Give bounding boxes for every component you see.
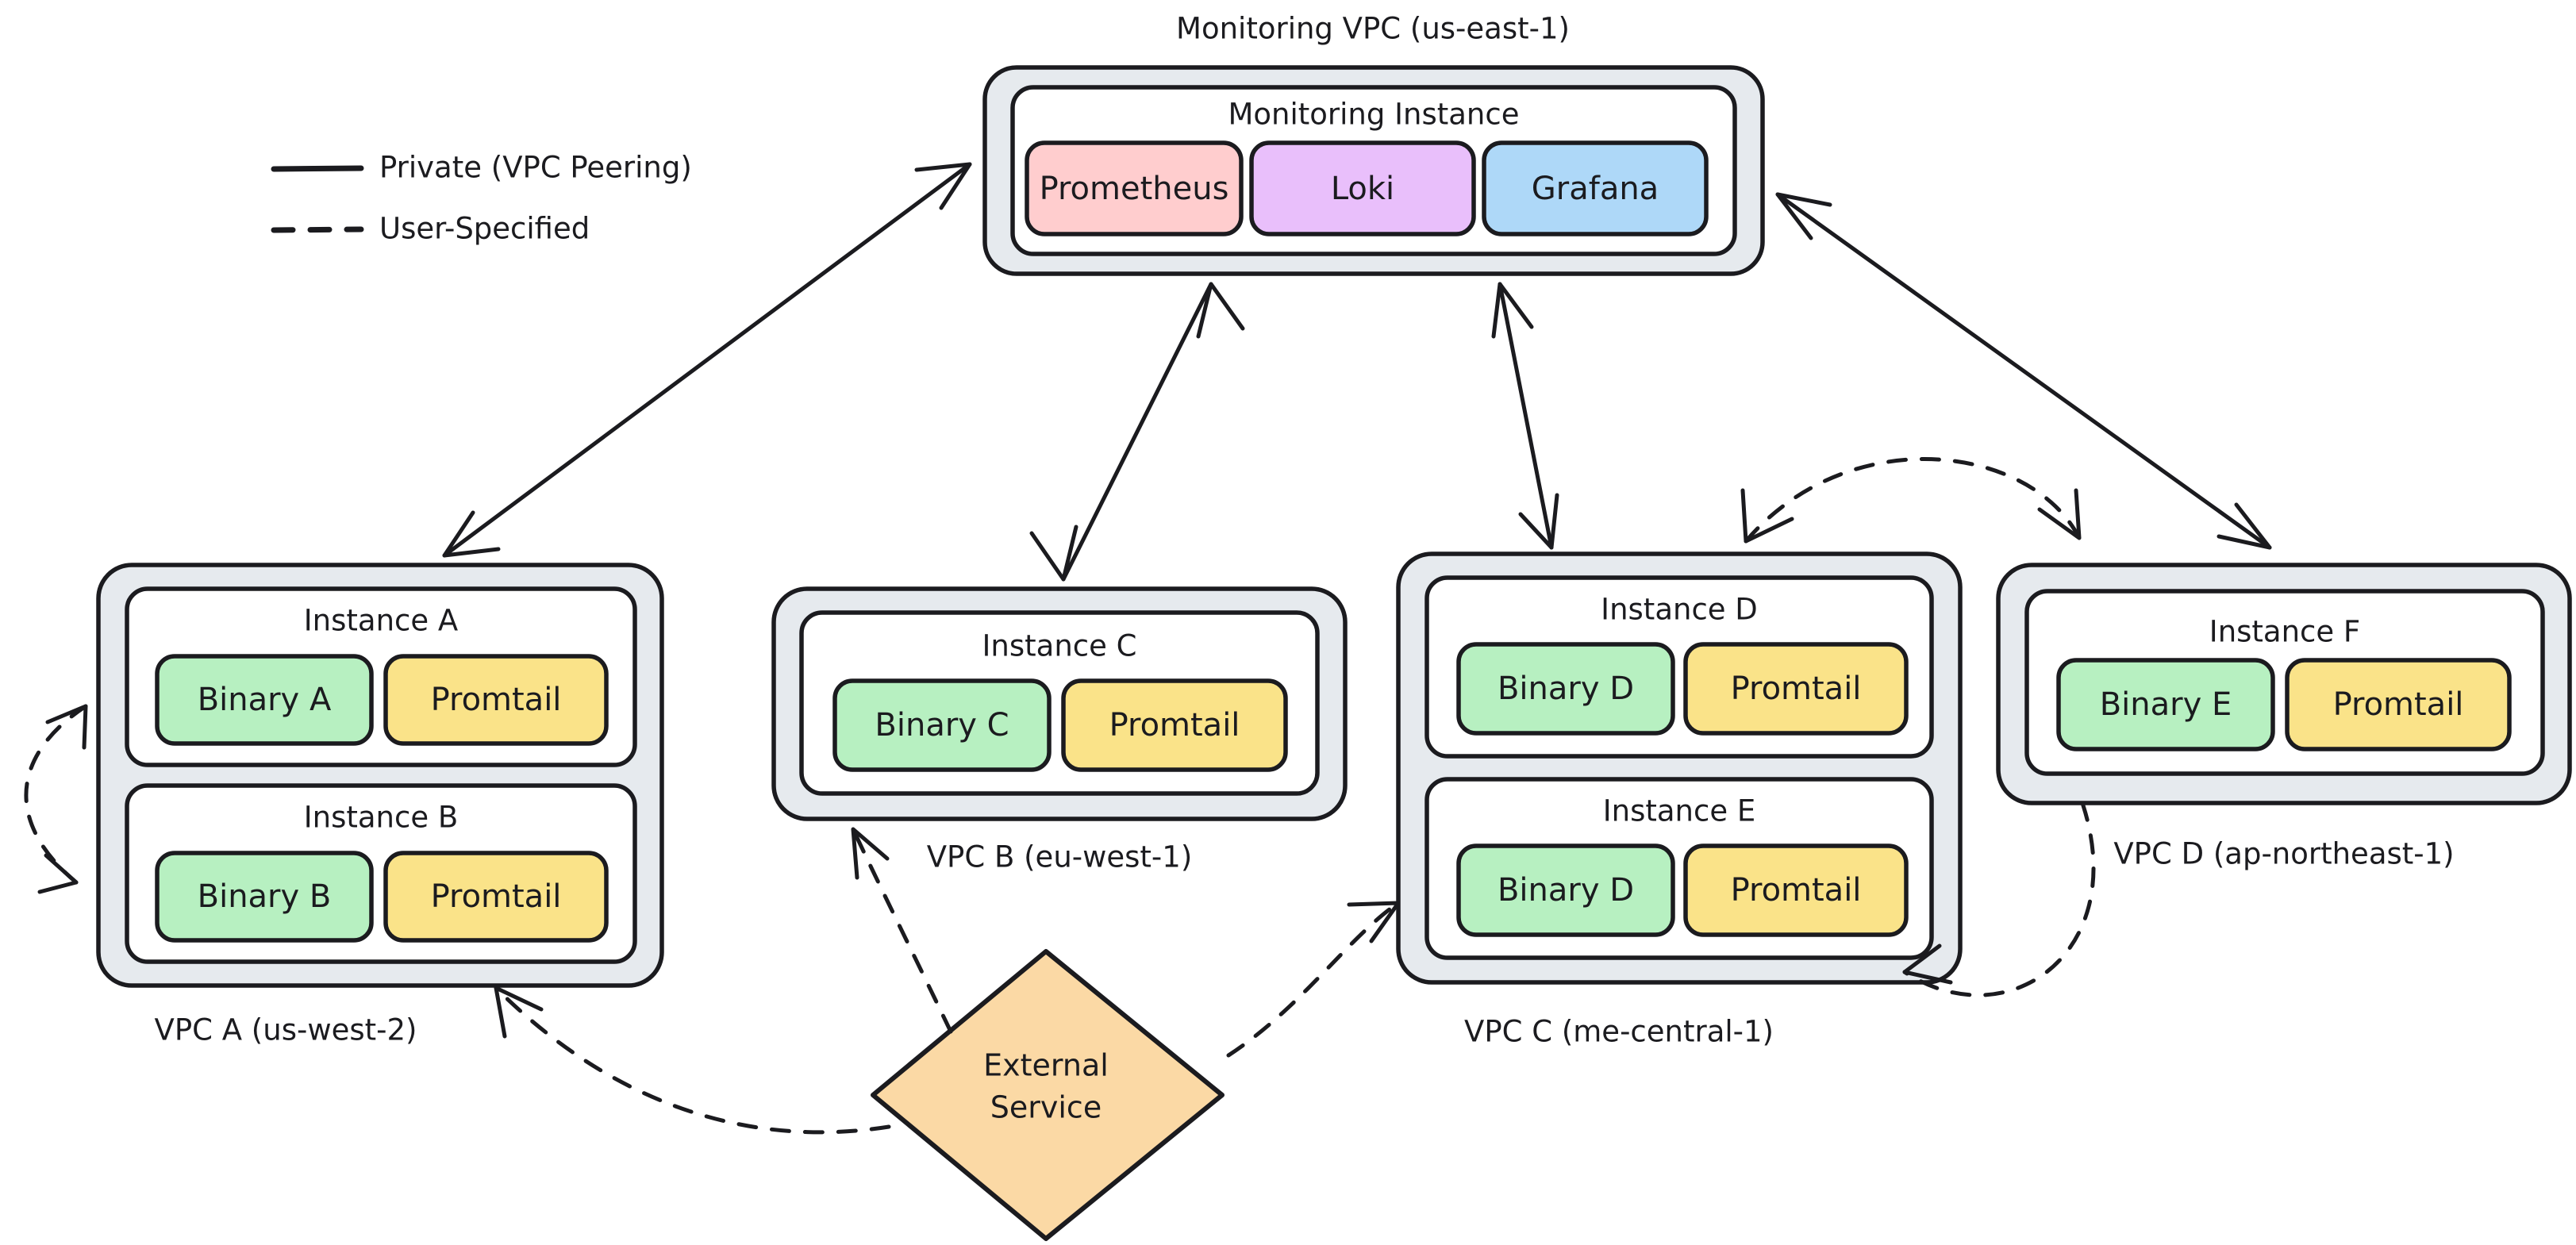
external-service-label-line1: External (983, 1048, 1109, 1083)
connection-external-to-vpc-a (494, 986, 891, 1135)
component-loki-label: Loki (1331, 171, 1394, 207)
connection-monitoring-to-vpc-d (1775, 192, 2272, 550)
vpc-b[interactable]: VPC B (eu-west-1) Instance C Binary C Pr… (771, 586, 1348, 874)
connection-external-to-vpc-c (1226, 901, 1401, 1058)
connection-external-to-vpc-b (851, 827, 953, 1034)
legend-label-user-specified: User-Specified (379, 212, 590, 246)
connection-vpc-c-to-vpc-d-top (1740, 457, 2082, 544)
vpc-c-label: VPC C (me-central-1) (1464, 1015, 1774, 1049)
component-binary-d1[interactable] (1456, 642, 1675, 736)
instance-f-label: Instance F (2209, 615, 2360, 649)
vpc-c[interactable]: VPC C (me-central-1) Instance D Binary D… (1396, 551, 1963, 1049)
component-binary-a-label: Binary A (198, 682, 332, 718)
component-promtail-f[interactable] (2285, 658, 2512, 751)
external-service-diamond[interactable] (871, 949, 1225, 1241)
vpc-d[interactable]: VPC D (ap-northeast-1) Instance F Binary… (1996, 563, 2572, 871)
vpc-d-label: VPC D (ap-northeast-1) (2113, 837, 2454, 871)
external-service[interactable]: External Service (871, 949, 1225, 1241)
component-prometheus-label: Prometheus (1040, 171, 1229, 207)
monitoring-vpc-label: Monitoring VPC (us-east-1) (1176, 12, 1570, 46)
component-binary-b[interactable] (155, 851, 374, 943)
instance-e-label: Instance E (1603, 794, 1756, 828)
vpc-a[interactable]: VPC A (us-west-2) Instance A Binary A Pr… (96, 563, 664, 1047)
connection-monitoring-to-vpc-a (442, 162, 972, 558)
component-promtail-b-label: Promtail (431, 878, 562, 915)
legend-solid-line-icon (271, 165, 364, 172)
component-promtail-d-label: Promtail (1731, 671, 1862, 707)
component-grafana[interactable] (1482, 140, 1709, 236)
legend-label-private: Private (VPC Peering) (379, 151, 692, 185)
vpc-b-label: VPC B (eu-west-1) (927, 840, 1193, 874)
component-binary-c-label: Binary C (875, 707, 1009, 744)
component-binary-d2[interactable] (1456, 843, 1675, 937)
component-binary-d2-label: Binary D (1498, 872, 1634, 909)
component-promtail-e-label: Promtail (1731, 872, 1862, 909)
connection-monitoring-to-vpc-b (1029, 282, 1245, 582)
external-service-label-line2: Service (990, 1090, 1102, 1125)
legend-dashed-line-icon (271, 226, 364, 233)
component-promtail-d[interactable] (1683, 642, 1909, 736)
instance-c-label: Instance C (982, 629, 1137, 663)
component-promtail-b[interactable] (383, 851, 609, 943)
component-promtail-c[interactable] (1061, 678, 1288, 772)
connection-vpc-d-to-vpc-c-bottom (1902, 801, 2096, 997)
monitoring-vpc[interactable]: Monitoring VPC (us-east-1) Monitoring In… (982, 12, 1765, 276)
instance-d-label: Instance D (1601, 593, 1758, 627)
component-loki[interactable] (1249, 140, 1476, 236)
component-promtail-c-label: Promtail (1109, 707, 1240, 744)
component-binary-c[interactable] (832, 678, 1052, 772)
component-binary-b-label: Binary B (198, 878, 332, 915)
component-binary-e-label: Binary E (2100, 686, 2232, 723)
component-promtail-a-label: Promtail (431, 682, 562, 718)
component-binary-e[interactable] (2056, 658, 2275, 751)
component-grafana-label: Grafana (1532, 171, 1659, 207)
monitoring-instance-label: Monitoring Instance (1228, 98, 1519, 132)
connection-instance-a-to-instance-b (24, 704, 88, 894)
instance-b-label: Instance B (304, 801, 459, 835)
component-promtail-a[interactable] (383, 654, 609, 746)
instance-a-label: Instance A (304, 604, 458, 638)
component-binary-a[interactable] (155, 654, 374, 746)
component-prometheus[interactable] (1025, 140, 1244, 236)
component-promtail-f-label: Promtail (2333, 686, 2464, 723)
vpc-a-label: VPC A (us-west-2) (155, 1013, 417, 1047)
component-binary-d1-label: Binary D (1498, 671, 1634, 707)
component-promtail-e[interactable] (1683, 843, 1909, 937)
connection-monitoring-to-vpc-c (1491, 282, 1559, 550)
legend: Private (VPC Peering) User-Specified (271, 151, 692, 246)
